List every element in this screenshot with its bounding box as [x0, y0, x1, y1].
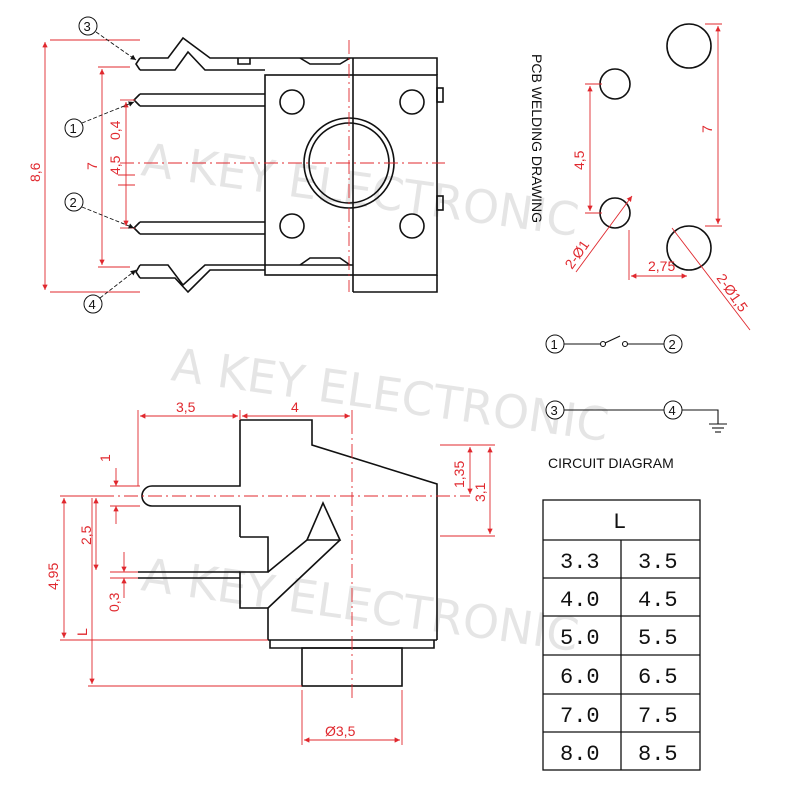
watermark-text: A KEY ELECTRONIC: [138, 132, 582, 247]
svg-text:4: 4: [89, 297, 96, 312]
pcb-hole-large: [666, 23, 712, 69]
dim-4-label: 4: [291, 399, 299, 415]
circuit-pin-4: 4: [663, 400, 683, 420]
pcb-hole-small: [599, 68, 631, 100]
bottom-leg-tip: [135, 264, 141, 279]
actuator-triangle: [305, 501, 342, 541]
pin-callout-1: 1: [64, 101, 135, 138]
dim-8-6-label: 8,6: [27, 162, 43, 182]
watermark-text: A KEY ELECTRONIC: [168, 337, 612, 452]
switch-lever: [604, 335, 621, 344]
corner-hole: [399, 89, 425, 115]
side-notch: [436, 195, 444, 211]
pcb-leader-small: [575, 195, 633, 273]
svg-text:4: 4: [669, 403, 676, 418]
pcb-hole-small: [599, 197, 631, 229]
bottom-bent-leg: [140, 264, 353, 294]
svg-text:2: 2: [70, 195, 77, 210]
dim-3-5-label: 3,5: [176, 399, 196, 415]
circuit-title: CIRCUIT DIAGRAM: [548, 455, 674, 471]
pcb-dim-4-5-label: 4,5: [571, 150, 587, 170]
top-leg-slot: [237, 57, 351, 65]
side-notch: [436, 87, 444, 103]
top-view-dimensions: [42, 39, 140, 293]
actuator-slope: [267, 539, 341, 609]
table-cell: 8.0: [560, 742, 600, 767]
side-view: [138, 419, 438, 687]
pcb-dim-7-label: 7: [699, 125, 715, 133]
corner-hole: [279, 213, 305, 239]
side-view-centerlines: [100, 420, 470, 700]
dim-7-label: 7: [84, 162, 100, 170]
pin-2-lead: [132, 221, 265, 235]
svg-text:3: 3: [551, 403, 558, 418]
pcb-leader-large: [671, 227, 751, 331]
table-cell: 3.3: [560, 550, 600, 575]
dim-1-35-label: 1,35: [451, 461, 467, 488]
top-bent-leg: [140, 36, 353, 71]
top-view-centerlines: [120, 40, 445, 292]
top-leg-tip: [135, 57, 141, 71]
svg-text:2: 2: [669, 337, 676, 352]
switch-contact: [621, 340, 629, 348]
table-cell: 3.5: [638, 550, 678, 575]
length-table: L 3.3 3.5 4.0 4.5 5.0 5.5 6.0 6.5 7.0 7.…: [542, 499, 701, 771]
ground-lead: [682, 409, 719, 424]
corner-hole: [279, 89, 305, 115]
top-view-dim-labels: 8,6 7 0,4 4,5: [27, 120, 123, 182]
table-cell: 7.0: [560, 704, 600, 729]
pcb-title: PCB WELDING DRAWING: [529, 54, 545, 223]
dim-0-3-label: 0,3: [106, 592, 122, 612]
table-cell: 6.0: [560, 665, 600, 690]
bottom-frame-outline: [353, 275, 438, 293]
side-view-dim-labels: 3,5 4 1 1,35 3,1 2,5 4,95 0,3 L Ø3,5: [45, 399, 488, 739]
table-cell: 5.0: [560, 626, 600, 651]
pcb-welding-drawing: PCB WELDING DRAWING 4,5 7 2,75 2-Ø1 2-Ø1…: [529, 23, 752, 331]
side-view-dimensions: [60, 410, 495, 745]
dim-dia-3-5-label: Ø3,5: [325, 723, 356, 739]
pin-callouts: 3 1 2 4: [64, 16, 137, 314]
switch-body-outline: [264, 74, 438, 276]
side-top-edge: [240, 419, 438, 640]
circuit-pin-1: 1: [545, 334, 565, 354]
top-frame-outline: [353, 57, 438, 75]
dim-4-95-label: 4,95: [45, 563, 61, 590]
svg-text:1: 1: [551, 337, 558, 352]
pin-callout-3: 3: [78, 16, 137, 61]
pcb-dim-2-75-label: 2,75: [648, 258, 675, 274]
dim-2-5-label: 2,5: [78, 525, 94, 545]
table-cell: 6.5: [638, 665, 678, 690]
dim-1-label: 1: [97, 454, 113, 462]
pin-1-lead: [132, 93, 265, 107]
circuit-diagram: 1 2 3 4 CIRCUIT DIAGRAM: [545, 334, 727, 471]
table-cell: 5.5: [638, 626, 678, 651]
switch-contact: [599, 340, 607, 348]
table-cell: 4.0: [560, 588, 600, 613]
pcb-hole-large-label: 2-Ø1,5: [714, 271, 752, 315]
svg-text:3: 3: [84, 19, 91, 34]
side-body-upper: [152, 420, 241, 537]
dim-4-5-label: 4,5: [107, 155, 123, 175]
pin-callout-4: 4: [83, 269, 137, 314]
watermark-text: A KEY ELECTRONIC: [138, 547, 582, 662]
corner-hole: [399, 213, 425, 239]
svg-text:1: 1: [70, 121, 77, 136]
pcb-hole-large: [666, 225, 712, 271]
table-header: L: [613, 510, 626, 535]
table-cell: 8.5: [638, 742, 678, 767]
circuit-pin-2: 2: [663, 334, 683, 354]
bottom-leg-slot: [299, 257, 351, 266]
pin-callout-2: 2: [64, 192, 135, 229]
table-cell: 7.5: [638, 704, 678, 729]
circuit-pin-3: 3: [545, 400, 565, 420]
dim-L-label: L: [74, 628, 90, 636]
dim-3-1-label: 3,1: [472, 482, 488, 502]
dim-0-4-label: 0,4: [107, 120, 123, 140]
table-cell: 4.5: [638, 588, 678, 613]
